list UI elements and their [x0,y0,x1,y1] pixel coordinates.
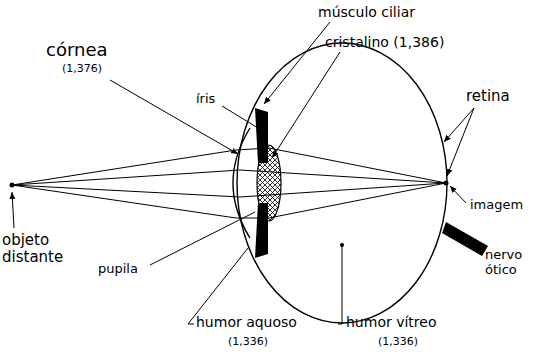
part-label: cristalino (1,386) [325,34,444,50]
part-label: humor vítreo [346,314,436,330]
part-label: (1,336) [228,336,268,349]
part-label: humor aquoso [196,314,297,330]
part-label: imagem [470,198,523,213]
part-label: músculo ciliar [318,4,415,20]
part-label: retina [466,88,510,105]
part-label: córnea [46,40,108,61]
part-label: (1,336) [378,336,418,349]
part-label: (1,376) [62,63,102,76]
light-rays [12,148,446,218]
optic-nerve [442,222,488,256]
object-point [10,183,15,188]
part-label: objeto distante [2,232,84,267]
vitreous-dot [340,243,344,247]
lens [257,145,281,221]
part-label: pupila [98,262,138,277]
eyeball [233,43,447,323]
leader-lines [12,22,478,324]
part-label: íris [196,92,215,107]
image-point [444,181,449,186]
part-label: nervo ótico [485,248,531,278]
